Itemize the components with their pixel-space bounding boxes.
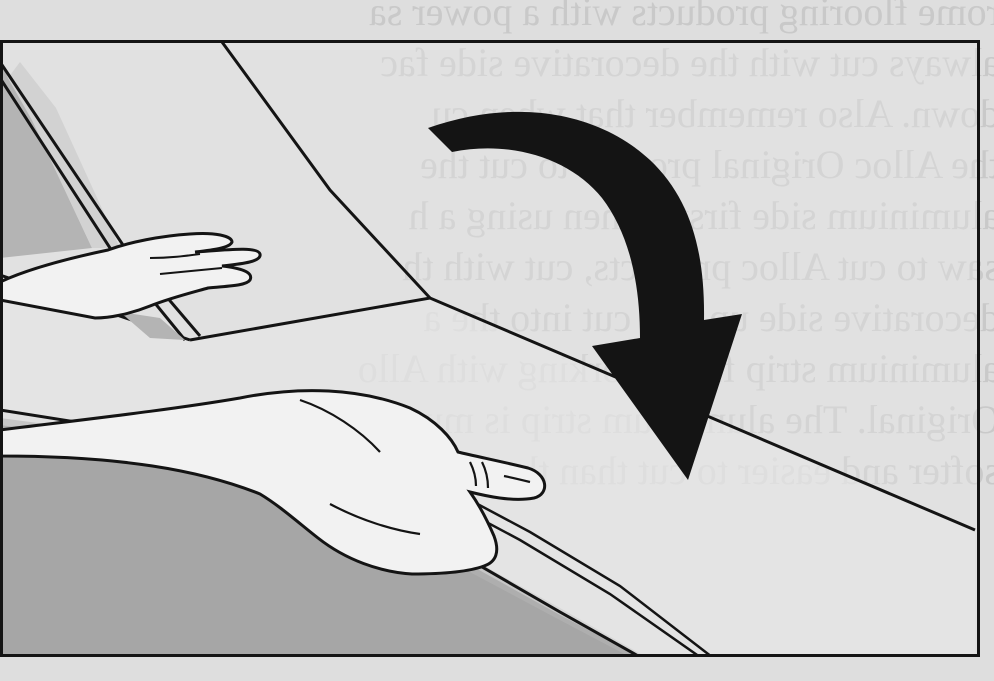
illustration-page: rome flooring products with a power sa a… — [0, 0, 994, 681]
flooring-installation-illustration — [0, 0, 994, 681]
